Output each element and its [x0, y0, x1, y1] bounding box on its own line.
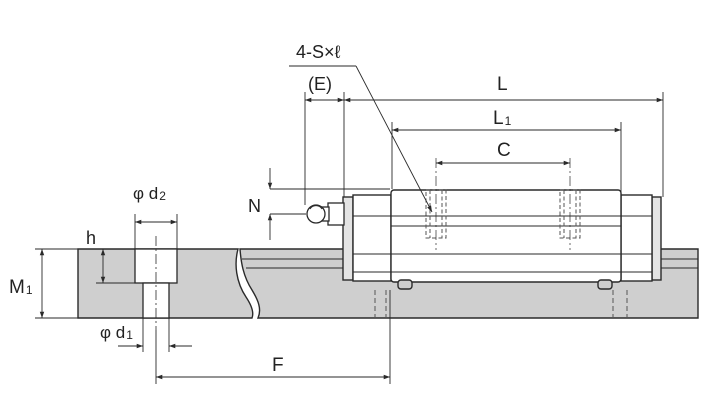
hidden-rail-holes: [374, 290, 628, 318]
carriage-threaded-holes: [425, 158, 581, 250]
dimension-lines: [35, 65, 664, 384]
dimension-h-label: h: [86, 228, 96, 248]
dimension-f-label: F: [272, 355, 284, 376]
dimension-n-label: N: [248, 196, 261, 216]
dimension-l1-label: L1: [493, 108, 512, 129]
rail-mounting-hole: [134, 236, 178, 330]
dimension-l-label: L: [497, 74, 508, 95]
dimension-c-label: C: [497, 140, 511, 161]
carriage-block: [342, 189, 662, 290]
dimension-d2-label: φ d2: [133, 184, 166, 203]
dimension-m1-label: M1: [9, 277, 33, 298]
dimension-e-label: (E): [308, 74, 332, 94]
grease-nipple: [306, 202, 345, 226]
bolt-callout-label: 4-S×ℓ: [296, 42, 341, 62]
dimension-d1-label: φ d1: [100, 323, 133, 342]
